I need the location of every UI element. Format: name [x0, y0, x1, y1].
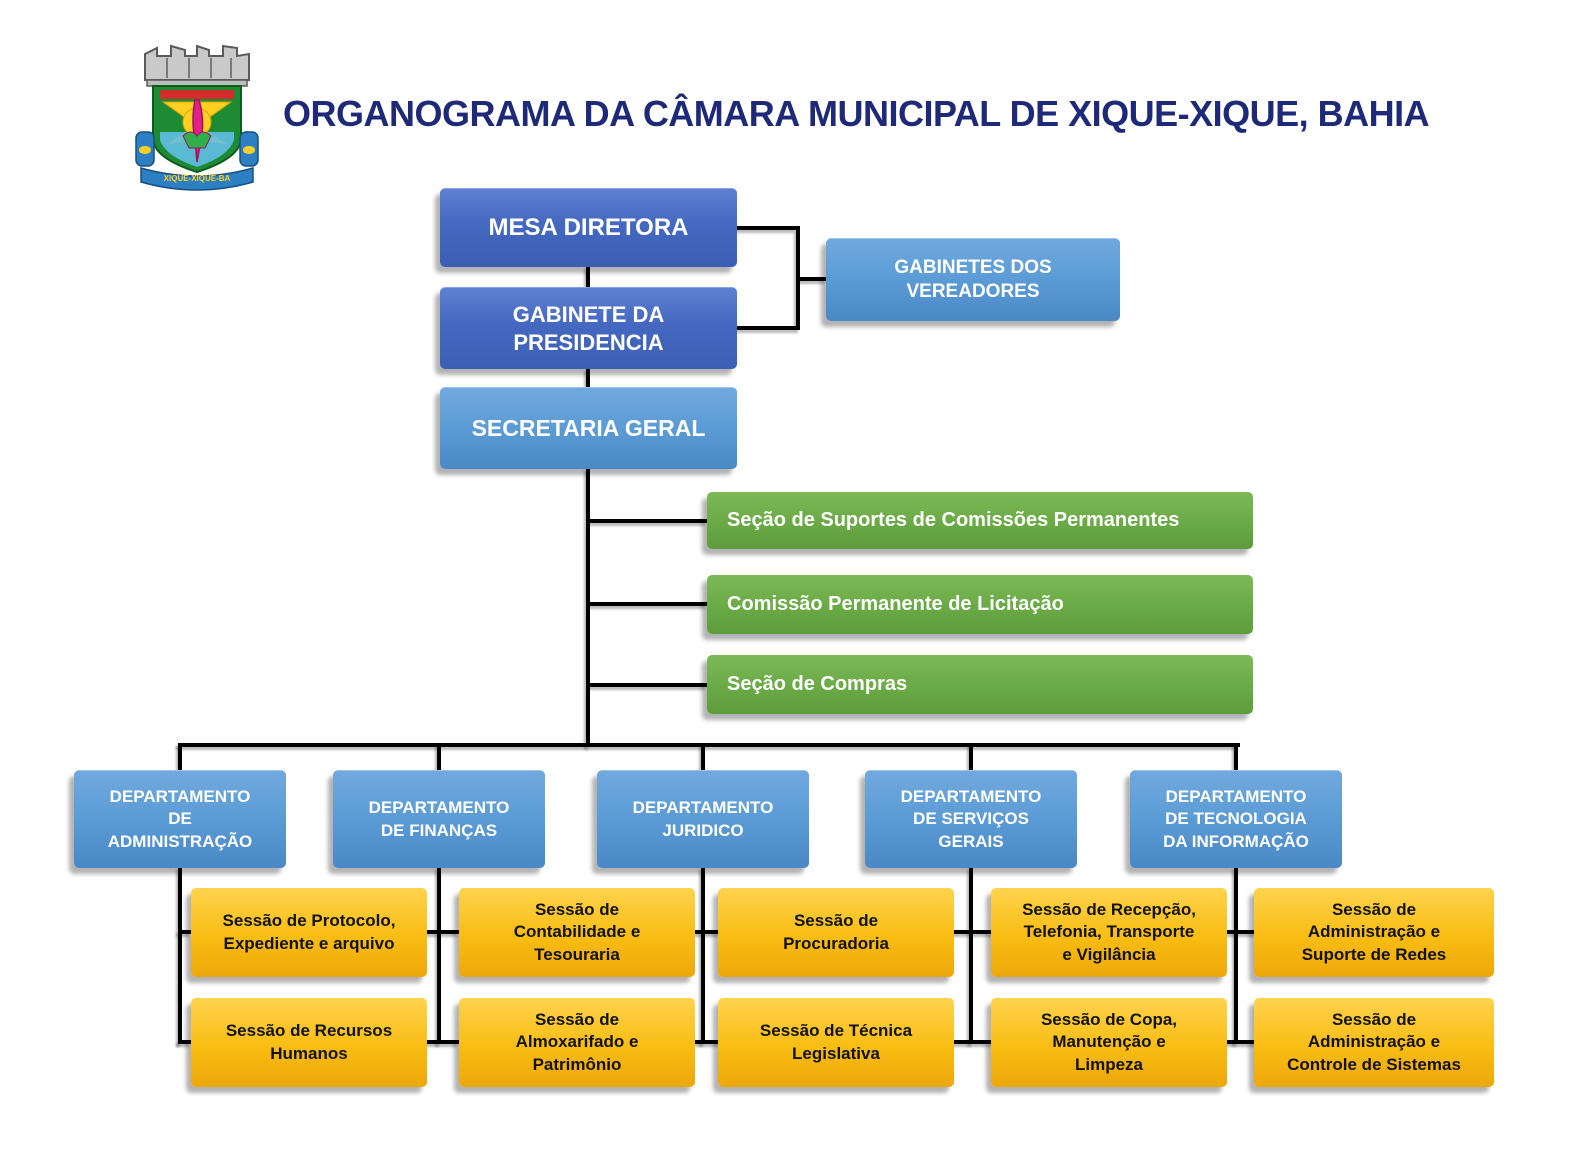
box-secao-de-compras: Seção de Compras [707, 655, 1253, 714]
connector-line [1227, 930, 1256, 934]
box-comissao-permanente-licitacao: Comissão Permanente de Licitação [707, 575, 1253, 634]
box-departamento-tecnologia-informacao: DEPARTAMENTO DE TECNOLOGIA DA INFORMAÇÃO [1130, 770, 1342, 868]
connector-line [796, 226, 800, 330]
side-scrolls [135, 131, 259, 167]
box-sessao-contabilidade-tesouraria: Sessão de Contabilidade e Tesouraria [459, 888, 695, 977]
ribbon-text: XIQUE-XIQUE-BA [164, 174, 231, 183]
connector-line [693, 1040, 720, 1044]
connector-line [737, 226, 796, 230]
connector-line [425, 930, 459, 934]
connector-line [969, 867, 973, 1044]
crown-icon [144, 44, 250, 87]
connector-line [586, 266, 590, 287]
box-sessao-almoxarifado-patrimonio: Sessão de Almoxarifado e Patrimônio [459, 998, 695, 1087]
connector-line [1234, 743, 1238, 772]
shield [152, 85, 242, 174]
connector-line [701, 743, 705, 772]
connector-line [1234, 867, 1238, 1044]
box-sessao-copa-manutencao-limpeza: Sessão de Copa, Manutenção e Limpeza [991, 998, 1227, 1087]
box-sessao-administracao-controle-sistemas: Sessão de Administração e Controle de Si… [1254, 998, 1494, 1087]
connector-line [437, 743, 441, 772]
connector-line [590, 602, 707, 606]
box-sessao-protocolo-expediente-arquivo: Sessão de Protocolo, Expediente e arquiv… [191, 888, 427, 977]
connector-line [586, 368, 590, 387]
coat-of-arms-logo: XIQUE-XIQUE-BA [135, 44, 259, 191]
connector-line [437, 867, 441, 1044]
connector-line [425, 1040, 459, 1044]
box-sessao-procuradoria: Sessão de Procuradoria [718, 888, 954, 977]
box-gabinete-da-presidencia: GABINETE DA PRESIDENCIA [440, 287, 737, 369]
connector-line [954, 930, 993, 934]
box-sessao-administracao-suporte-redes: Sessão de Administração e Suporte de Red… [1254, 888, 1494, 977]
page-title: ORGANOGRAMA DA CÂMARA MUNICIPAL DE XIQUE… [283, 93, 1430, 134]
box-departamento-financas: DEPARTAMENTO DE FINANÇAS [333, 770, 545, 868]
connector-line [178, 743, 182, 772]
connector-line [178, 867, 182, 1044]
box-gabinetes-dos-vereadores: GABINETES DOS VEREADORES [826, 238, 1120, 321]
connector-line [969, 743, 973, 772]
connector-line [954, 1040, 993, 1044]
connector-line [1227, 1040, 1256, 1044]
box-departamento-administracao: DEPARTAMENTO DE ADMINISTRAÇÃO [74, 770, 286, 868]
box-secretaria-geral: SECRETARIA GERAL [440, 387, 737, 469]
connector-line [586, 468, 590, 747]
connector-line [178, 743, 1240, 747]
box-mesa-diretora: MESA DIRETORA [440, 188, 737, 267]
connector-line [800, 277, 826, 281]
box-departamento-juridico: DEPARTAMENTO JURIDICO [597, 770, 809, 868]
connector-line [178, 930, 191, 934]
connector-line [737, 326, 796, 330]
connector-line [590, 519, 707, 523]
connector-line [693, 930, 720, 934]
box-sessao-recepcao-telefonia-transporte: Sessão de Recepção, Telefonia, Transport… [991, 888, 1227, 977]
ribbon-banner: XIQUE-XIQUE-BA [140, 167, 254, 191]
connector-line [701, 867, 705, 1044]
box-departamento-servicos-gerais: DEPARTAMENTO DE SERVIÇOS GERAIS [865, 770, 1077, 868]
box-sessao-recursos-humanos: Sessão de Recursos Humanos [191, 998, 427, 1087]
box-secao-suportes-comissoes: Seção de Suportes de Comissões Permanent… [707, 492, 1253, 549]
connector-line [178, 1040, 191, 1044]
box-sessao-tecnica-legislativa: Sessão de Técnica Legislativa [718, 998, 954, 1087]
connector-line [590, 683, 707, 687]
